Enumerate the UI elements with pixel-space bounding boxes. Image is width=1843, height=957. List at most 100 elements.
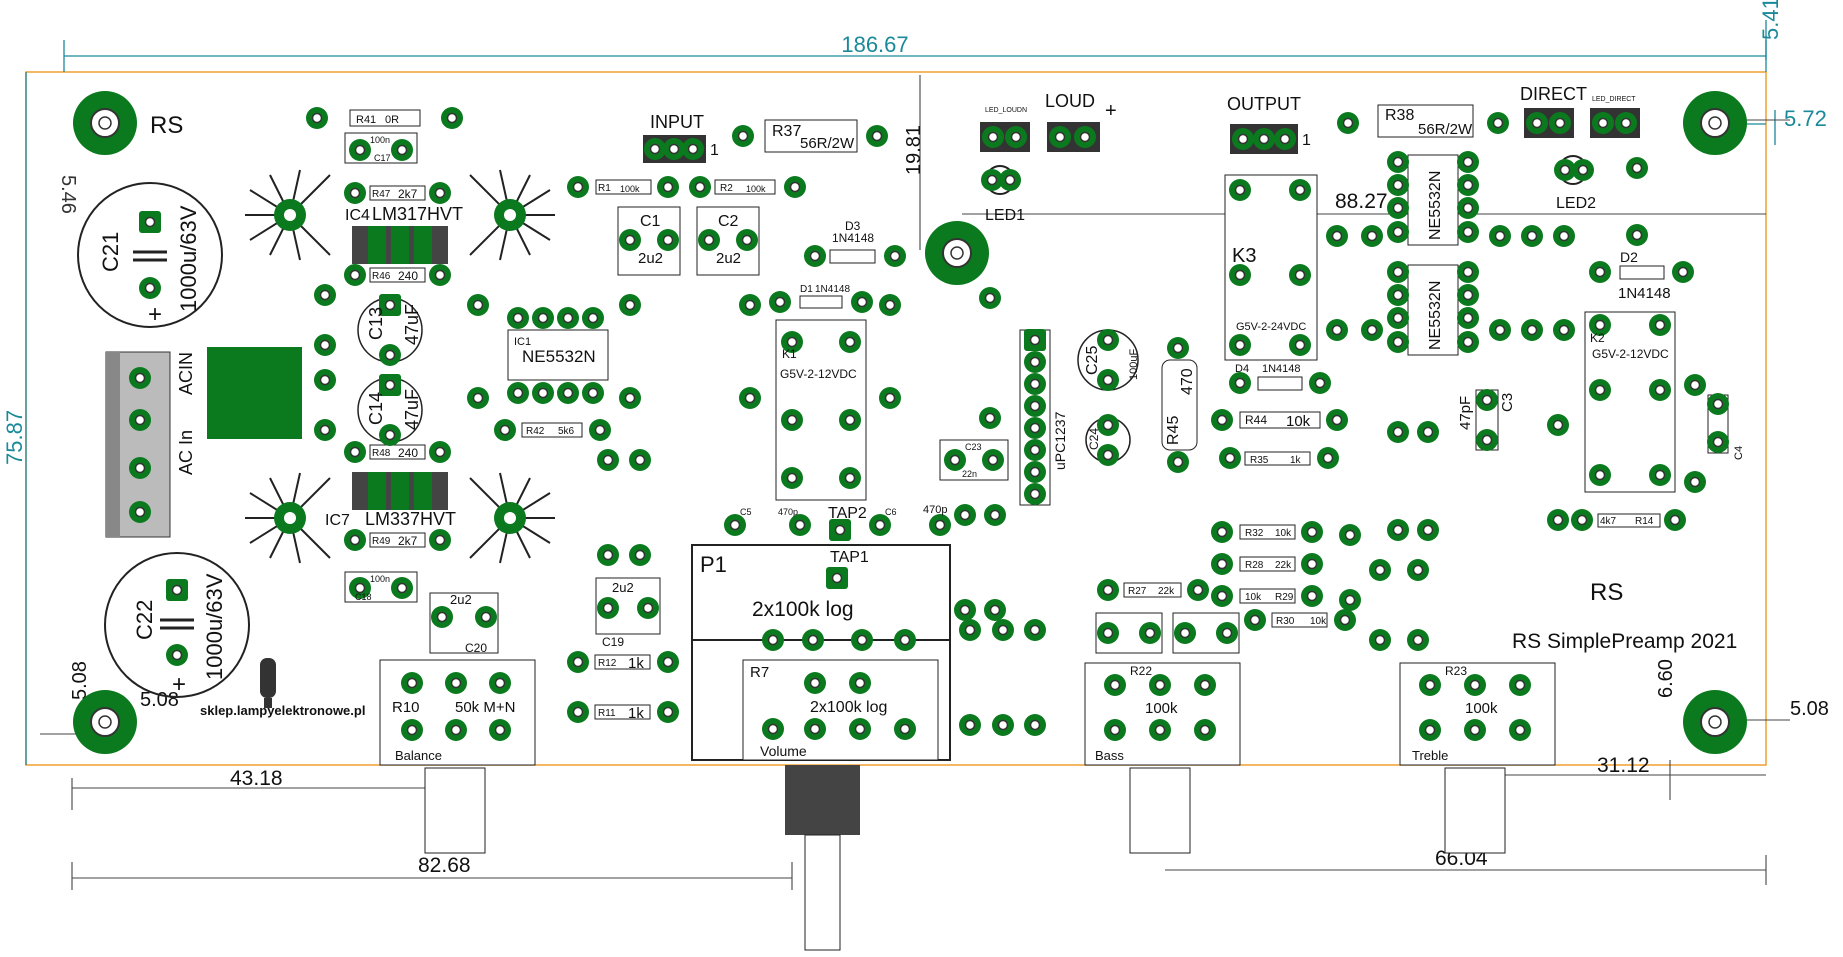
capacitor-c24: C24 — [1085, 413, 1131, 467]
capacitor-c20: 2u2 C20 — [429, 592, 499, 655]
svg-text:1N4148: 1N4148 — [1618, 285, 1671, 302]
svg-text:LED2: LED2 — [1556, 195, 1596, 212]
svg-text:C6: C6 — [885, 507, 897, 517]
capacitor-c12 — [1172, 612, 1240, 654]
svg-text:R46: R46 — [372, 271, 391, 282]
resistor-r32: R32 10k — [1210, 520, 1324, 544]
svg-text:Volume: Volume — [760, 743, 807, 759]
svg-text:DIRECT: DIRECT — [1520, 84, 1587, 104]
resistor-r1: R1 100k — [566, 175, 680, 199]
resistor-r38: R38 56R/2W — [1336, 104, 1510, 138]
resistor-r42: R42 5k6 — [493, 418, 612, 442]
connector-loud: LOUD + — [1045, 91, 1117, 152]
dim-balance-x: 43.18 — [230, 767, 283, 790]
svg-text:47uF: 47uF — [402, 389, 422, 430]
svg-text:C20: C20 — [465, 641, 487, 655]
svg-text:2x100k log: 2x100k log — [752, 598, 854, 621]
mounting-hole-bottom-right — [1682, 689, 1748, 755]
pot-r10-balance: R10 50k M+N Balance — [379, 659, 536, 854]
svg-text:R48: R48 — [372, 448, 391, 459]
svg-text:LM337HVT: LM337HVT — [365, 509, 456, 529]
svg-text:K1: K1 — [782, 347, 797, 361]
svg-text:47uF: 47uF — [402, 304, 422, 345]
svg-text:100k: 100k — [1145, 700, 1178, 717]
resistor-r12: R12 1k — [566, 650, 680, 674]
svg-text:C25: C25 — [1084, 346, 1101, 375]
relay-k1: K1 G5V-2-12VDC — [775, 319, 867, 501]
svg-text:100uF: 100uF — [1128, 349, 1140, 380]
svg-text:ACIN: ACIN — [176, 352, 196, 395]
svg-text:R42: R42 — [526, 426, 545, 437]
svg-text:1k: 1k — [628, 655, 644, 672]
svg-text:2u2: 2u2 — [716, 250, 741, 267]
svg-text:1N4148: 1N4148 — [815, 284, 850, 295]
svg-text:LED_DIRECT: LED_DIRECT — [1592, 96, 1636, 103]
transformer-footprint — [207, 347, 302, 439]
dim-left-x: 5.08 — [140, 689, 179, 711]
dim-height: 75.87 — [2, 410, 27, 465]
svg-text:C1: C1 — [640, 213, 661, 230]
pot-shaft-volume — [785, 765, 860, 951]
diode-d2: D2 1N4148 — [1588, 249, 1695, 302]
dim-vert-mid: 19.81 — [903, 125, 925, 175]
tube-logo-icon — [260, 658, 276, 708]
svg-text:Treble: Treble — [1412, 748, 1448, 763]
ic1-opamp: IC1 NE5532N — [506, 306, 609, 405]
capacitor-c4: C4 — [1706, 392, 1745, 460]
svg-text:56R/2W: 56R/2W — [800, 135, 855, 152]
svg-text:K3: K3 — [1232, 245, 1256, 267]
svg-text:100k: 100k — [1465, 700, 1498, 717]
dim-right-vert: 6.60 — [1655, 659, 1677, 698]
svg-text:R38: R38 — [1385, 107, 1414, 124]
resistor-r45: R45 470 — [1161, 336, 1198, 474]
regulator-ic7: IC7 LM337HVT — [325, 472, 456, 529]
svg-text:1: 1 — [1302, 132, 1311, 149]
dim-mid-x: 88.27 — [1335, 190, 1388, 213]
svg-text:Bass: Bass — [1095, 748, 1124, 763]
pot-r23-treble: R23 100k Treble — [1399, 662, 1556, 854]
resistor-r41: R41 0R — [305, 106, 464, 130]
plus-sign: + — [172, 671, 186, 698]
svg-text:R44: R44 — [1245, 413, 1267, 427]
dim-bottom-left-small: 5.08 — [69, 661, 91, 700]
svg-text:P1: P1 — [700, 552, 727, 577]
svg-text:R14: R14 — [1635, 516, 1654, 527]
svg-text:R35: R35 — [1250, 455, 1269, 466]
mounting-hole-center — [924, 220, 990, 286]
svg-text:G5V-2-12VDC: G5V-2-12VDC — [780, 367, 857, 381]
svg-text:100k: 100k — [746, 184, 766, 194]
svg-text:IC7: IC7 — [325, 512, 350, 529]
svg-text:NE5532N: NE5532N — [1427, 281, 1444, 350]
board-brand-top: RS — [150, 112, 183, 139]
svg-text:R23: R23 — [1445, 664, 1467, 678]
svg-text:C4: C4 — [1733, 446, 1745, 460]
resistor-r28: R28 22k — [1210, 552, 1324, 576]
svg-text:R10: R10 — [392, 699, 420, 716]
resistor-r29: 10k R29 — [1210, 584, 1324, 608]
svg-text:TAP1: TAP1 — [830, 549, 869, 566]
svg-text:C21: C21 — [98, 232, 123, 272]
diode-d4: D4 1N4148 — [1228, 363, 1332, 395]
svg-text:G5V-2-12VDC: G5V-2-12VDC — [1592, 347, 1669, 361]
svg-text:R1: R1 — [598, 183, 611, 194]
svg-text:1k: 1k — [1290, 455, 1302, 466]
capacitor-c5: C5 470p — [723, 507, 812, 537]
svg-text:D2: D2 — [1620, 249, 1638, 265]
dim-right-hole-bottom: 5.08 — [1790, 698, 1829, 720]
pot-r22-bass: R22 100k Bass — [1084, 662, 1241, 854]
svg-text:R22: R22 — [1130, 664, 1152, 678]
capacitor-c3: 47pF C3 — [1457, 388, 1516, 452]
svg-text:C19: C19 — [602, 635, 624, 649]
pot-r7: R7 2x100k log Volume — [742, 659, 939, 761]
svg-text:IC1: IC1 — [514, 336, 531, 348]
svg-text:10k: 10k — [1286, 413, 1311, 430]
svg-text:C14: C14 — [366, 392, 386, 425]
svg-text:0R: 0R — [385, 114, 399, 126]
svg-text:INPUT: INPUT — [650, 112, 704, 132]
connector-led-loudn: LED_LOUDN — [980, 107, 1030, 152]
svg-text:2u2: 2u2 — [612, 580, 634, 595]
svg-text:C13: C13 — [366, 307, 386, 340]
resistor-r27: R27 22k — [1096, 578, 1210, 602]
svg-text:10k: 10k — [1245, 592, 1262, 603]
